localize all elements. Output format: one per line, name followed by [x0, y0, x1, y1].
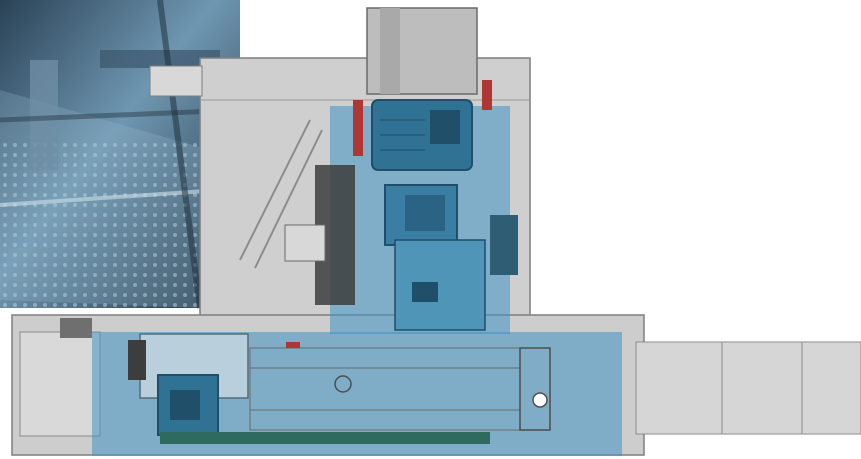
bed-components — [128, 333, 551, 444]
motor-assembly — [284, 80, 518, 331]
photo-inset — [0, 0, 241, 309]
spindle-icon — [284, 224, 326, 262]
